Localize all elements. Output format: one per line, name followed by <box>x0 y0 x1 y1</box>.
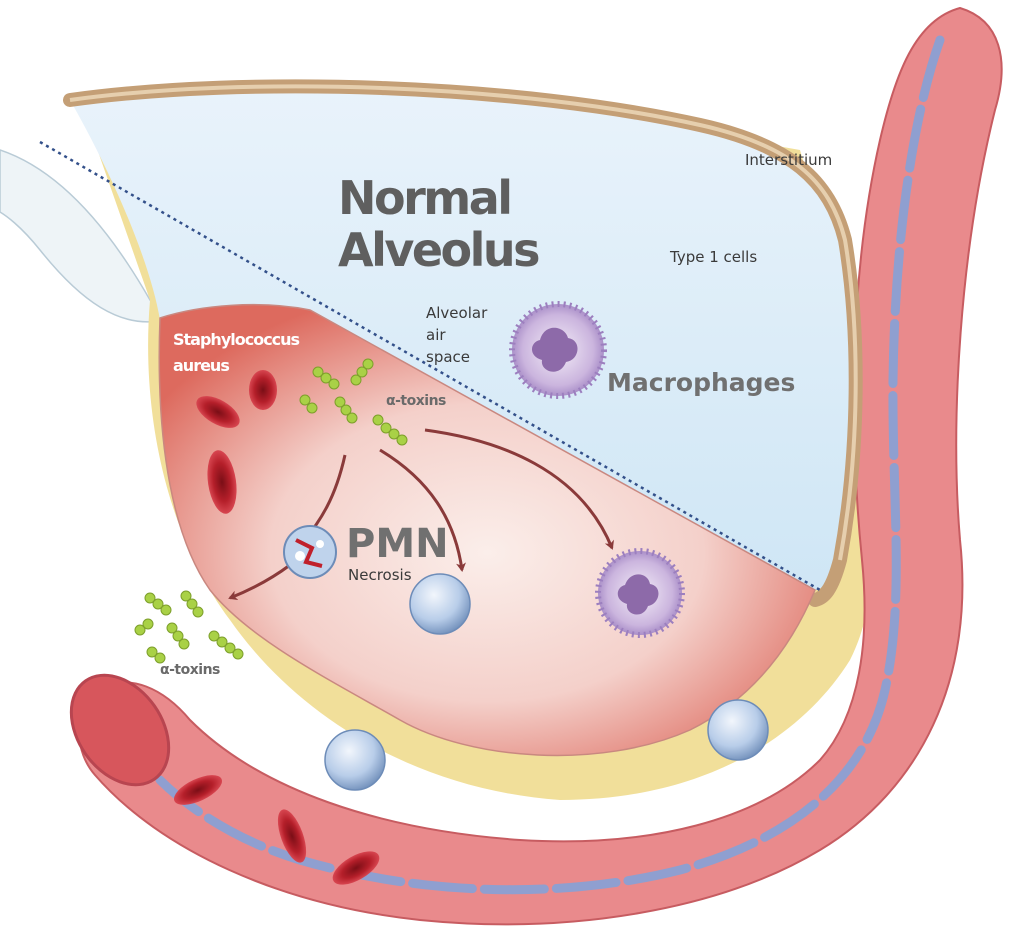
label-necrosis: Necrosis <box>348 566 412 584</box>
label-pmn: PMN <box>346 522 449 566</box>
title-line-2: Alveolus <box>338 224 538 276</box>
macrophage-airspace <box>512 304 604 396</box>
macrophage-tissue <box>598 551 682 635</box>
neutrophil-interstitium-left <box>325 730 385 790</box>
title-line-1: Normal <box>338 172 511 224</box>
label-airspace-2: air <box>426 326 446 344</box>
label-type1-cells: Type 1 cells <box>670 248 757 266</box>
neutrophil-tissue <box>410 574 470 634</box>
label-staph-2: aureus <box>173 355 229 377</box>
neutrophil-interstitium-right <box>708 700 768 760</box>
label-toxins-top: α-toxins <box>386 393 446 409</box>
label-interstitium: Interstitium <box>745 151 832 169</box>
label-airspace-3: space <box>426 348 470 366</box>
necrotic-pmn <box>284 526 336 578</box>
label-toxins-bottom: α-toxins <box>160 662 220 678</box>
label-staph-1: Staphylococcus <box>173 329 299 351</box>
label-airspace-1: Alveolar <box>426 304 487 322</box>
label-macrophages: Macrophages <box>607 368 795 397</box>
